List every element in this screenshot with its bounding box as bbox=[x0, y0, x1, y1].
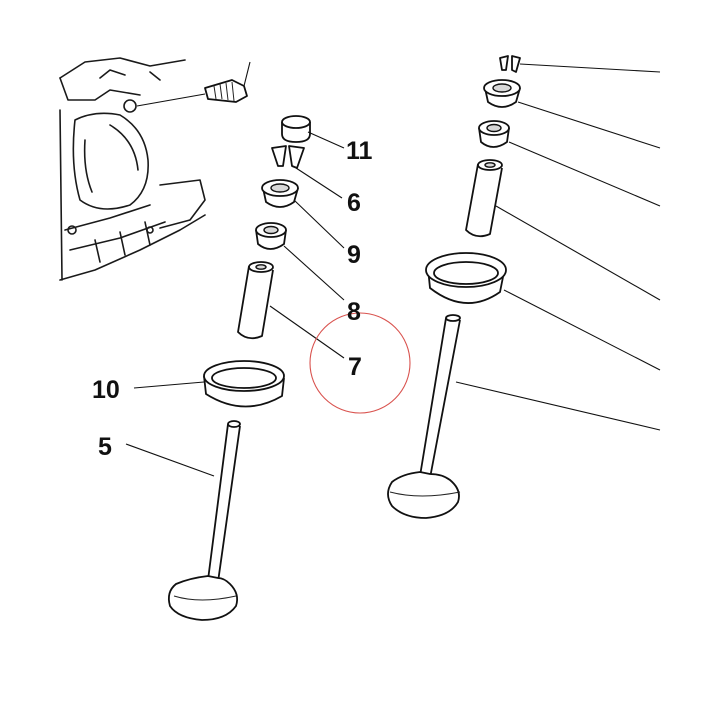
right-stem-seal bbox=[478, 120, 510, 148]
callout-7: 7 bbox=[348, 353, 362, 381]
stud bbox=[136, 61, 251, 107]
part-9-retainer bbox=[261, 179, 299, 208]
part-7-valve-guide bbox=[237, 261, 274, 340]
part-10-seat-ring bbox=[203, 360, 285, 408]
part-11-cap bbox=[281, 115, 311, 143]
callout-5: 5 bbox=[98, 433, 112, 461]
right-retainer bbox=[483, 79, 521, 108]
cylinder-head-fragment bbox=[59, 57, 206, 281]
right-valve-guide bbox=[465, 159, 503, 238]
right-cotters bbox=[499, 55, 521, 73]
part-5-valve bbox=[167, 420, 241, 621]
callout-11: 11 bbox=[346, 137, 373, 165]
leader-lines bbox=[125, 63, 661, 477]
callout-10: 10 bbox=[92, 376, 120, 404]
callout-8: 8 bbox=[347, 298, 361, 326]
callout-6: 6 bbox=[347, 189, 361, 217]
part-6-cotters bbox=[271, 145, 305, 169]
right-seat-ring bbox=[425, 252, 507, 304]
highlight-circle bbox=[309, 312, 411, 414]
right-valve bbox=[387, 314, 461, 519]
part-8-stem-seal bbox=[255, 222, 287, 250]
callout-9: 9 bbox=[347, 241, 361, 269]
